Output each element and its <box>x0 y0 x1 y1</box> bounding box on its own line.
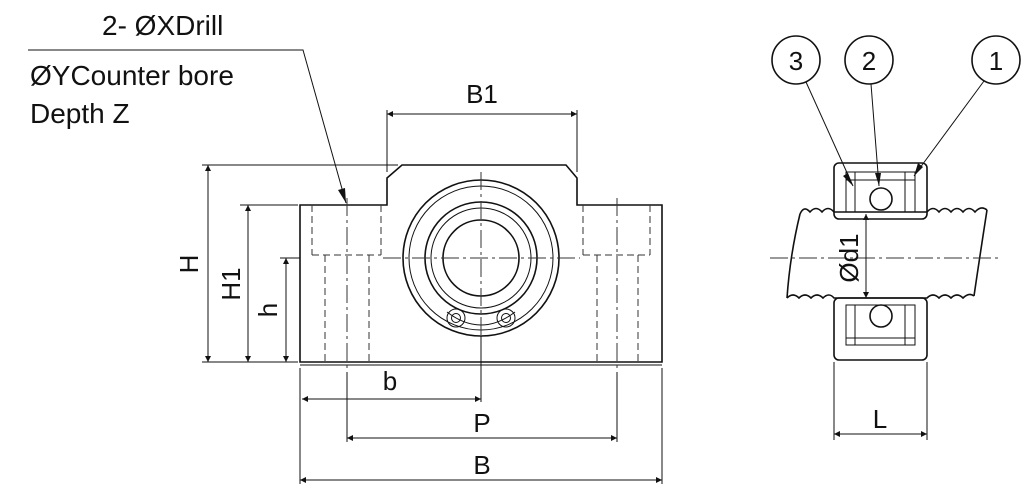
dim-H1: H1 <box>216 267 246 300</box>
lower-bearing-block <box>833 297 928 361</box>
front-view <box>28 49 663 372</box>
housing-outline <box>299 164 663 363</box>
dim-B1: B1 <box>466 79 498 109</box>
dim-h: h <box>253 303 283 317</box>
depth-note: Depth Z <box>30 98 130 129</box>
drill-note: 2- ØXDrill <box>102 10 224 41</box>
dim-L: L <box>873 404 887 434</box>
balloon-3: 3 <box>771 35 854 187</box>
upper-ball <box>869 187 893 211</box>
dim-d1: Ød1 <box>834 233 864 282</box>
side-view: Ød1 L 3 2 1 <box>770 35 1021 440</box>
svg-text:3: 3 <box>789 46 803 76</box>
dim-P: P <box>473 408 490 438</box>
svg-text:1: 1 <box>989 46 1003 76</box>
drill-leader <box>28 49 347 204</box>
right-counterbore-hidden <box>582 205 651 362</box>
front-dimensions: B1 H H1 h b P B <box>174 79 663 484</box>
dim-b: b <box>383 366 397 396</box>
dim-H: H <box>174 255 204 274</box>
left-counterbore-hidden <box>311 205 382 362</box>
shaft <box>799 207 988 215</box>
counterbore-note: ØYCounter bore <box>30 60 234 91</box>
dim-B: B <box>473 450 490 480</box>
balloon-2: 2 <box>844 35 894 187</box>
svg-text:2: 2 <box>862 46 876 76</box>
lower-ball <box>869 304 893 328</box>
balloon-1: 1 <box>913 35 1021 177</box>
upper-bearing-block <box>833 162 928 220</box>
